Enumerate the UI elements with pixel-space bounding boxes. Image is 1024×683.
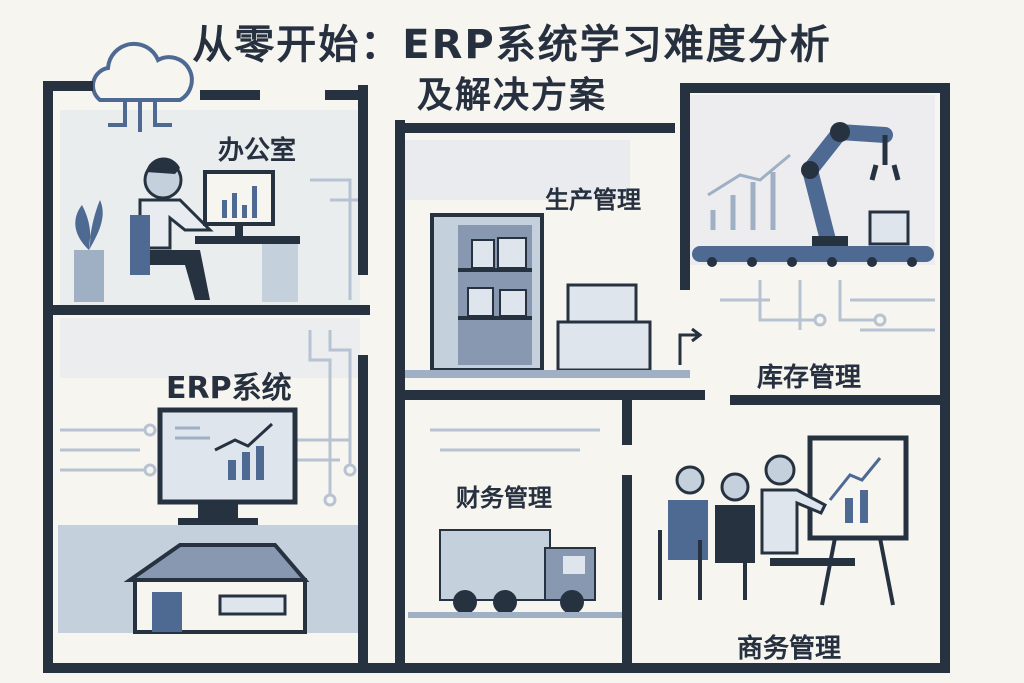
warehouse-shelf-icon (430, 213, 544, 372)
robot-arm-icon (801, 122, 901, 248)
desk-computer-icon (195, 170, 300, 302)
bar-chart-icon (707, 153, 791, 230)
floorplan-walls (43, 81, 950, 673)
meeting-people-icon (658, 454, 855, 600)
page-subtitle: 及解决方案 (416, 75, 607, 116)
cloud-icon (91, 41, 194, 132)
background-panels (60, 95, 935, 378)
building-icon (123, 543, 310, 634)
page-title: 从零开始：ERP系统学习难度分析 (192, 22, 832, 68)
room-label-production: 生产管理 (545, 186, 641, 214)
floor-strip (405, 370, 690, 378)
truck-icon (408, 529, 623, 618)
room-label-finance: 财务管理 (456, 484, 552, 512)
room-label-business: 商务管理 (737, 634, 842, 664)
room-label-inventory: 库存管理 (757, 363, 862, 393)
circuit-nodes (143, 313, 887, 507)
monitor-icon (157, 407, 298, 526)
circuit-traces (60, 178, 935, 500)
stacked-boxes-icon (556, 283, 652, 372)
room-label-office: 办公室 (218, 136, 297, 166)
room-label-erp: ERP系统 (166, 371, 292, 406)
presentation-board-icon (807, 435, 909, 606)
plant-icon (74, 200, 104, 302)
conveyor-belt-icon (692, 210, 934, 267)
arrow-icon (678, 327, 703, 365)
office-worker-icon (130, 157, 214, 300)
